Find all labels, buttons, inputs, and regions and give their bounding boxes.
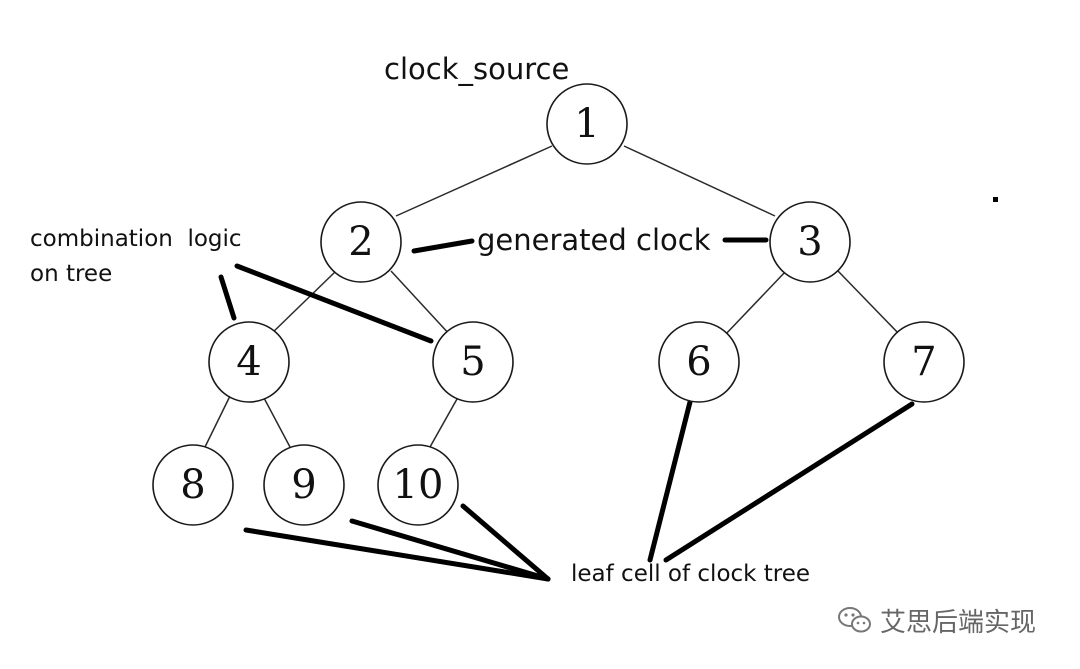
generated-clock-label: generated clock — [477, 223, 711, 257]
tree-node-10: 10 — [377, 444, 459, 526]
node-label: 8 — [180, 462, 205, 508]
combination-logic-label-line2: on tree — [30, 261, 112, 287]
edge-1-2 — [395, 145, 553, 217]
edge-1-3 — [623, 145, 776, 217]
combination-logic-label: combination logic — [30, 226, 242, 252]
node-label: 6 — [686, 339, 711, 385]
watermark-text: 艾思后端实现 — [880, 608, 1036, 638]
combination-logic-pointer-4 — [218, 274, 237, 321]
node-circle — [658, 321, 740, 403]
tree-node-2: 2 — [320, 201, 402, 283]
watermark: 艾思后端实现 — [838, 607, 1036, 638]
annotation-pointers — [218, 237, 915, 582]
node-circle — [377, 444, 459, 526]
tree-edges — [204, 145, 902, 448]
tree-node-7: 7 — [883, 321, 965, 403]
edge-4-8 — [204, 393, 232, 448]
tree-node-3: 3 — [769, 201, 851, 283]
leaf-pointer-9 — [349, 518, 551, 582]
leaf-pointer-8 — [243, 527, 551, 582]
combination-logic-pointer-5 — [234, 263, 434, 344]
node-label: 2 — [348, 219, 373, 265]
wechat-icon — [838, 607, 871, 633]
clock-source-label: clock_source — [384, 52, 569, 86]
tree-node-4: 4 — [208, 321, 290, 403]
node-circle — [320, 201, 402, 283]
tree-node-1: 1 — [546, 83, 628, 165]
node-label: 4 — [236, 339, 261, 385]
tree-node-6: 6 — [658, 321, 740, 403]
tree-node-5: 5 — [432, 321, 514, 403]
leaf-pointer-6 — [647, 399, 693, 563]
edge-2-5 — [390, 270, 452, 337]
tree-nodes: 1 2 3 4 5 6 7 8 — [152, 83, 965, 526]
generated-clock-pointer-left — [411, 238, 475, 254]
node-circle — [769, 201, 851, 283]
node-circle — [883, 321, 965, 403]
tree-node-9: 9 — [263, 444, 345, 526]
node-circle — [432, 321, 514, 403]
node-label: 3 — [797, 219, 822, 265]
edge-5-10 — [429, 398, 458, 448]
node-label: 7 — [911, 339, 936, 385]
node-circle — [152, 444, 234, 526]
edge-2-4 — [268, 270, 337, 337]
tree-node-8: 8 — [152, 444, 234, 526]
node-circle — [263, 444, 345, 526]
node-label: 5 — [460, 339, 485, 385]
node-label: 9 — [291, 462, 316, 508]
node-label: 10 — [393, 462, 444, 508]
node-circle — [546, 83, 628, 165]
node-label: 1 — [574, 101, 599, 147]
leaf-cell-label: leaf cell of clock tree — [571, 561, 810, 587]
node-circle — [208, 321, 290, 403]
edge-4-9 — [263, 397, 291, 448]
leaf-pointer-7 — [663, 401, 915, 563]
edge-3-7 — [837, 270, 902, 337]
leaf-pointer-10 — [460, 503, 551, 582]
edge-3-6 — [723, 270, 787, 337]
stray-dot — [993, 197, 998, 202]
